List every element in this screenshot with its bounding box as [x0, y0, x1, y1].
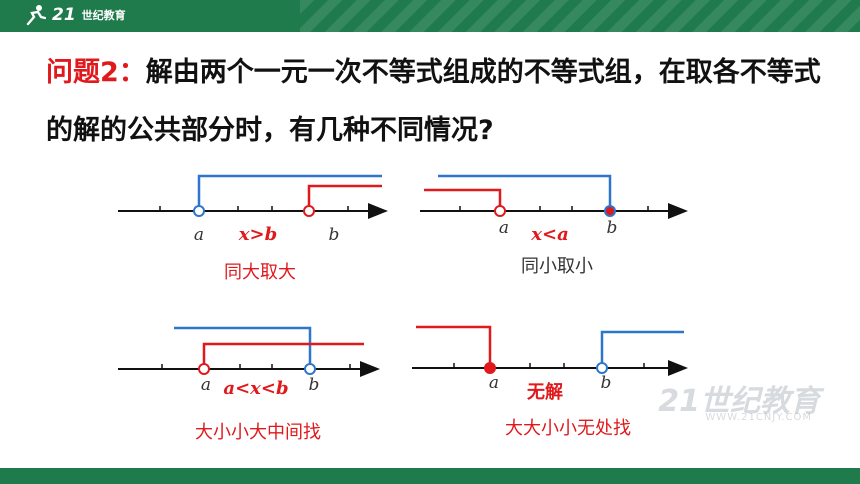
case4-point-b: [596, 362, 608, 374]
runner-icon: [26, 5, 46, 26]
case2-blue-ray: [438, 174, 612, 211]
case4-point-a: [484, 362, 496, 374]
case4-diagram: a b 无解 大大小小无处找: [412, 325, 688, 439]
case2-label-b: b: [607, 218, 618, 238]
case1-rule: 同大取大: [224, 262, 296, 283]
watermark-logo: 21世纪教育: [658, 384, 820, 419]
question-label: 问题2：: [46, 57, 146, 88]
case1-point-a: [193, 205, 205, 217]
case3-point-a: [198, 363, 210, 375]
case1-label-b: b: [329, 225, 340, 245]
case4-rule: 大大小小无处找: [505, 418, 631, 439]
question-text: 问题2：解由两个一元一次不等式组成的不等式组，在取各不等式的解的公共部分时，有几…: [46, 44, 846, 160]
case3-diagram: a b a<x<b 大小小大中间找: [118, 326, 380, 443]
case3-point-b: [304, 363, 316, 375]
case2-red-ray: [424, 188, 502, 211]
case2-label-a: a: [499, 218, 509, 238]
case2-ticks: [459, 206, 649, 211]
case2-rule: 同小取小: [521, 256, 593, 277]
case1-diagram: a b x>b 同大取大: [118, 174, 388, 283]
case1-red-ray: [307, 184, 382, 211]
case1-inequality: x>b: [238, 224, 277, 245]
case4-blue-ray: [600, 330, 684, 368]
case2-diagram: a b x<a 同小取小: [420, 174, 688, 277]
case4-red-ray: [416, 325, 492, 368]
case2-point-b: [604, 205, 616, 217]
header-pattern: [300, 0, 860, 32]
footer-bar: [0, 468, 860, 484]
brand-name: 世纪教育: [81, 9, 126, 22]
case1-label-a: a: [194, 225, 204, 245]
brand-number: 21: [52, 5, 76, 25]
case4-label-a: a: [489, 373, 499, 393]
case4-ticks: [453, 363, 645, 368]
case3-blue-ray: [174, 326, 312, 369]
case3-rule: 大小小大中间找: [195, 422, 321, 443]
case3-inequality: a<x<b: [223, 378, 288, 399]
case4-inequality: 无解: [527, 381, 563, 403]
case2-inequality: x<a: [530, 224, 568, 245]
watermark-url: WWW.21CNJY.COM: [705, 412, 812, 423]
case2-point-a: [494, 205, 506, 217]
case3-red-ray: [202, 342, 364, 369]
case3-label-a: a: [201, 375, 211, 395]
header-bar: 21 世纪教育: [0, 0, 860, 32]
question-body: 解由两个一元一次不等式组成的不等式组，在取各不等式的解的公共部分时，有几种不同情…: [46, 57, 821, 146]
case3-label-b: b: [309, 375, 320, 395]
case1-ticks: [159, 206, 349, 211]
case1-blue-ray: [197, 174, 382, 211]
case1-point-b: [303, 205, 315, 217]
case3-ticks: [161, 364, 351, 369]
brand-logo: 21 世纪教育: [24, 4, 126, 26]
case4-label-b: b: [601, 373, 612, 393]
